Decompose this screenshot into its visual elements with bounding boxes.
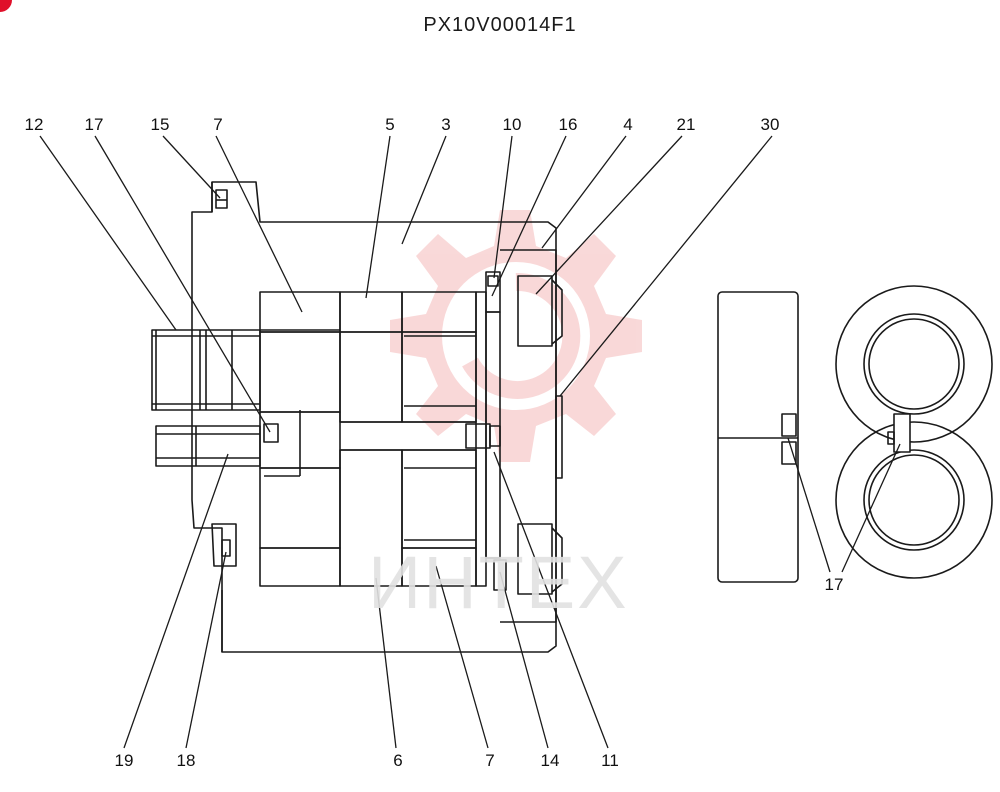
callout-14: 14 [540, 751, 560, 770]
callout-11: 11 [601, 751, 619, 770]
callout-7-bottom: 7 [485, 751, 495, 770]
watermark-gear-logo [390, 210, 642, 462]
oil-seal-part-18 [211, 523, 237, 567]
shaft-part-19 [155, 425, 261, 467]
side-plate-part-14 [465, 271, 507, 591]
callout-6: 6 [393, 751, 403, 770]
callout-16: 16 [558, 115, 578, 134]
callout-7-top: 7 [213, 115, 223, 134]
gear-block-lower [259, 410, 477, 587]
callout-15: 15 [150, 115, 170, 134]
callout-30: 30 [760, 115, 780, 134]
drawing-title: PX10V00014F1 [423, 14, 577, 36]
gear-block-upper [259, 291, 477, 423]
callout-17-right: 17 [824, 575, 844, 594]
center-shaft [340, 421, 476, 451]
callout-10: 10 [502, 115, 522, 134]
drive-shaft-part-12 [151, 329, 340, 411]
cover-part-4 [500, 249, 563, 623]
leader-lines [39, 135, 901, 749]
callout-4: 4 [623, 115, 633, 134]
callout-17-top: 17 [84, 115, 104, 134]
callout-12: 12 [24, 115, 44, 134]
bolt-part-15 [215, 189, 228, 209]
end-view-body [835, 285, 993, 579]
watermark-text: ИНТЕХ [368, 541, 629, 624]
callout-3: 3 [441, 115, 451, 134]
callout-21: 21 [676, 115, 696, 134]
side-view-body [717, 291, 799, 583]
callout-18: 18 [176, 751, 196, 770]
callout-5: 5 [385, 115, 395, 134]
callout-19: 19 [114, 751, 134, 770]
